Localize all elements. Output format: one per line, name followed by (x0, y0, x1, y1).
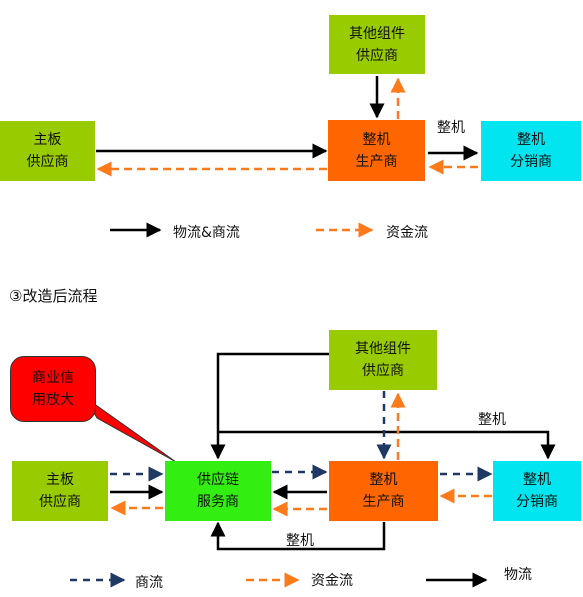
bottom-label-machine-top: 整机 (478, 412, 506, 428)
box-line: 供应商 (26, 154, 69, 170)
box-line: 其他组件 (355, 341, 411, 357)
box-line: 主板 (33, 132, 62, 148)
top-manufacturer-box: 整机 生产商 (328, 120, 425, 181)
box-line: 分销商 (510, 154, 552, 170)
top-other-supplier-box: 其他组件 供应商 (329, 15, 425, 74)
top-label-machine: 整机 (437, 120, 465, 136)
box-line: 供应商 (362, 363, 404, 379)
callout-bubble: 商业信 用放大 (10, 356, 96, 422)
section-title: ③改造后流程 (9, 287, 98, 305)
box-line: 供应商 (39, 494, 81, 510)
top-legend-capital: 资金流 (386, 225, 428, 241)
box-line: 整机 (517, 132, 545, 148)
top-legend-logistics: 物流&商流 (173, 225, 240, 241)
logistics-manufacturer-loop-to-scm (210, 521, 386, 551)
bottom-mainboard-supplier-box: 主板 供应商 (12, 461, 108, 521)
bubble-line: 商业信 (32, 370, 74, 386)
bottom-legend-commerce: 商流 (135, 575, 163, 591)
top-distributor-box: 整机 分销商 (481, 121, 581, 181)
bubble-line: 用放大 (32, 392, 74, 408)
box-line: 主板 (46, 472, 74, 488)
box-line: 整机 (369, 472, 398, 488)
box-line: 生产商 (355, 153, 398, 170)
box-line: 生产商 (362, 494, 405, 510)
arrow-scm-to-distributor (218, 430, 556, 460)
bottom-legend-capital: 资金流 (311, 573, 353, 589)
bottom-label-machine-bottom: 整机 (286, 533, 314, 549)
bottom-distributor-box: 整机 分销商 (493, 461, 581, 521)
bottom-legend-logistics: 物流 (504, 567, 532, 583)
box-line: 分销商 (516, 494, 558, 510)
box-line: 整机 (523, 472, 551, 488)
bubble-tail (85, 397, 177, 463)
box-line: 其他组件 (349, 25, 405, 42)
box-line: 供应商 (356, 47, 398, 64)
box-line: 供应链 (197, 472, 239, 488)
bottom-manufacturer-box: 整机 生产商 (329, 461, 438, 521)
bottom-other-supplier-box: 其他组件 供应商 (329, 330, 437, 390)
bottom-scm-box: 供应链 服务商 (165, 461, 271, 521)
top-mainboard-supplier-box: 主板 供应商 (0, 121, 95, 181)
box-line: 整机 (362, 131, 391, 148)
arrow-other-to-scm (210, 352, 329, 460)
box-line: 服务商 (197, 494, 239, 510)
